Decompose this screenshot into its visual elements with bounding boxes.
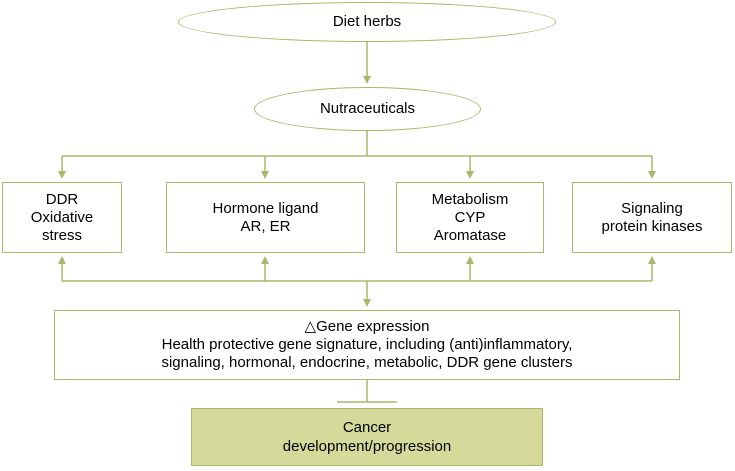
cancer-line-1: Cancer	[342, 419, 392, 436]
nutraceuticals-node: Nutraceuticals	[254, 87, 481, 131]
hormone-line-2: AR, ER	[240, 217, 291, 235]
hormone-line-1: Hormone ligand	[212, 199, 319, 217]
ddr-node: DDR Oxidative stress	[2, 182, 122, 253]
diet-herbs-node: Diet herbs	[178, 2, 556, 42]
cancer-line-2: development/progression	[282, 438, 452, 455]
ddr-line-1: DDR	[45, 190, 79, 208]
gene-expression-title: △Gene expression	[304, 318, 430, 335]
gene-expression-line-3: signaling, hormonal, endocrine, metaboli…	[161, 354, 573, 371]
gene-expression-line-2: Health protective gene signature, includ…	[161, 336, 573, 353]
cancer-node: Cancer development/progression	[191, 408, 543, 466]
ddr-line-3: stress	[41, 226, 82, 244]
metabolism-node: Metabolism CYP Aromatase	[396, 182, 544, 253]
diet-herbs-label: Diet herbs	[332, 13, 402, 30]
metabolism-line-3: Aromatase	[433, 226, 507, 244]
metabolism-line-1: Metabolism	[431, 190, 509, 208]
nutraceuticals-label: Nutraceuticals	[319, 100, 416, 117]
gene-expression-node: △Gene expression Health protective gene …	[54, 310, 680, 380]
hormone-ligand-node: Hormone ligand AR, ER	[166, 182, 365, 253]
signaling-node: Signaling protein kinases	[572, 182, 732, 253]
signaling-line-1: Signaling	[621, 199, 683, 217]
ddr-line-2: Oxidative	[30, 208, 94, 226]
metabolism-line-2: CYP	[454, 208, 486, 226]
signaling-line-2: protein kinases	[601, 217, 703, 235]
